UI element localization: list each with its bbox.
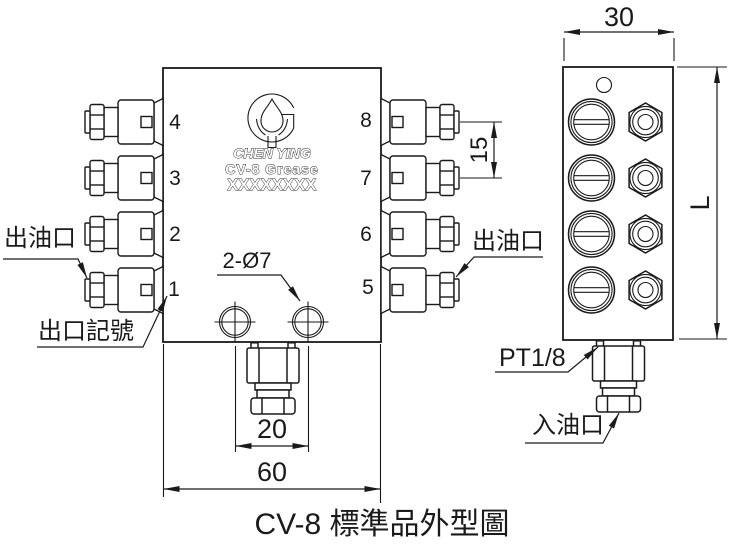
port-number-2: 2 [169, 223, 181, 246]
front-block-outline [162, 67, 382, 343]
dim-L-label: L [685, 195, 715, 210]
port-numbers: 4 3 2 1 8 7 6 5 [168, 109, 374, 301]
outlet-right-leader [455, 256, 543, 278]
side-view: 30 L PT1/8 入油口 [495, 2, 727, 444]
outlet-label-left: 出油口 [4, 225, 76, 252]
outlet-mark-label: 出口記號 [38, 318, 134, 345]
outlet-mark-leader [37, 295, 168, 348]
mounting-holes [214, 301, 329, 343]
hex-nuts [628, 102, 663, 310]
inlet-label: 入油口 [532, 412, 604, 439]
dim-port-pitch: 15 [460, 121, 502, 179]
port-number-1: 1 [168, 278, 180, 301]
dim-side-width: 30 [563, 2, 675, 61]
holes-callout-leader [217, 274, 301, 302]
port-number-4: 4 [169, 111, 181, 134]
outlet-fittings-right [380, 97, 460, 315]
inlet-leader [525, 412, 620, 444]
dim-length: L [677, 66, 727, 340]
dim-15-label: 15 [466, 137, 493, 164]
logo-inner-arc-left [255, 118, 266, 136]
outlet-fittings-left [84, 97, 164, 315]
thread-leader [495, 346, 599, 373]
screw-heads [567, 98, 616, 314]
dim-60-label: 60 [257, 457, 287, 487]
logo-inner-arc-right [278, 118, 289, 136]
outlet-left-leader [3, 258, 88, 279]
dim-hole-spacing: 20 [234, 346, 310, 452]
holes-callout-label: 2-Ø7 [223, 248, 272, 273]
port-number-7: 7 [360, 167, 372, 190]
drawing-title: CV-8 標準品外型圖 [254, 508, 509, 541]
logo-serial-text: XXXXXXXX [227, 177, 316, 194]
pin-hole [595, 76, 613, 94]
inlet-fitting-front [246, 342, 300, 415]
port-number-5: 5 [362, 276, 374, 299]
dim-block-width: 60 [162, 344, 382, 503]
logo-drop-icon [260, 97, 284, 133]
port-number-8: 8 [360, 109, 372, 132]
port-number-6: 6 [360, 223, 372, 246]
front-view: CHEN YING CV-8 Grease XXXXXXXX 4 3 2 1 8… [3, 67, 544, 503]
inlet-fitting-side [591, 340, 646, 413]
logo-model-text: CV-8 Grease [225, 161, 319, 177]
port-number-3: 3 [169, 167, 181, 190]
logo-stem [267, 136, 277, 149]
chen-ying-logo: CHEN YING CV-8 Grease XXXXXXXX [225, 93, 319, 194]
dim-20-label: 20 [257, 414, 287, 444]
thread-label: PT1/8 [499, 344, 566, 372]
logo-outer-ring [247, 93, 295, 143]
logo-g-bar [281, 113, 295, 129]
outlet-label-right: 出油口 [472, 228, 544, 255]
dim-30-label: 30 [604, 2, 634, 32]
logo-brand-text: CHEN YING [233, 145, 311, 161]
